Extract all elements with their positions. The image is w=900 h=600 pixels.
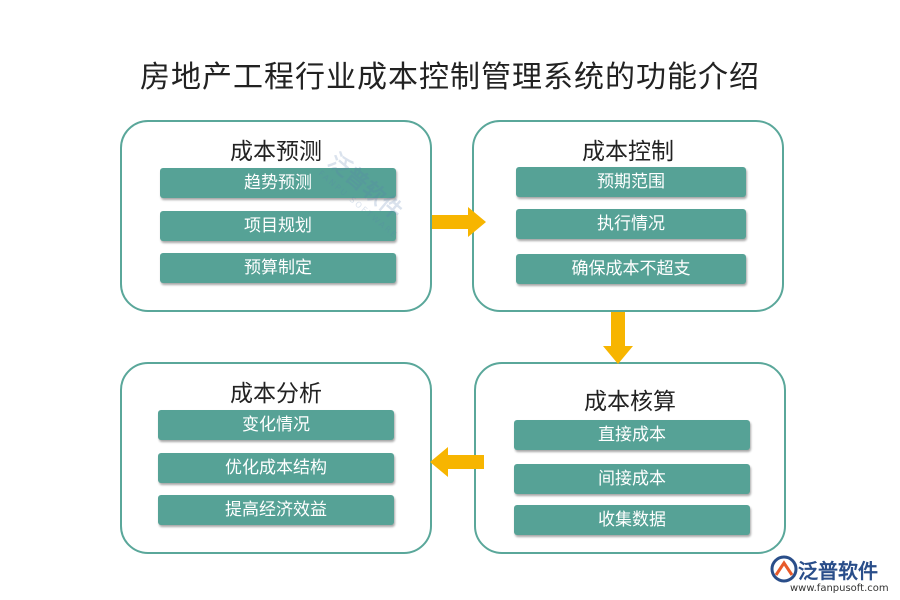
logo-name: 泛普软件 (798, 559, 878, 583)
control-item: 确保成本不超支 (516, 254, 746, 284)
analysis-item: 优化成本结构 (158, 453, 394, 483)
forecast-item: 预算制定 (160, 253, 396, 283)
accounting-title: 成本核算 (584, 389, 676, 415)
forecast-item: 趋势预测 (160, 168, 396, 198)
logo-url: www.fanpusoft.com (790, 583, 889, 594)
logo-icon (770, 555, 798, 583)
brand-logo: 泛普软件 www.fanpusoft.com (770, 553, 895, 598)
accounting-item: 间接成本 (514, 464, 750, 494)
control-item: 预期范围 (516, 167, 746, 197)
forecast-title: 成本预测 (230, 139, 322, 165)
analysis-item: 变化情况 (158, 410, 394, 440)
analysis-title: 成本分析 (230, 381, 322, 407)
accounting-box: 成本核算 直接成本 间接成本 收集数据 (474, 362, 786, 554)
control-title: 成本控制 (582, 139, 674, 165)
forecast-item: 项目规划 (160, 211, 396, 241)
control-item: 执行情况 (516, 209, 746, 239)
analysis-item: 提高经济效益 (158, 495, 394, 525)
page-title: 房地产工程行业成本控制管理系统的功能介绍 (140, 60, 760, 95)
analysis-box: 成本分析 变化情况 优化成本结构 提高经济效益 (120, 362, 432, 554)
arrow-down-icon (603, 312, 633, 364)
forecast-box: 成本预测 趋势预测 项目规划 预算制定 (120, 120, 432, 312)
control-box: 成本控制 预期范围 执行情况 确保成本不超支 (472, 120, 784, 312)
arrow-right-icon (432, 207, 486, 237)
accounting-item: 直接成本 (514, 420, 750, 450)
accounting-item: 收集数据 (514, 505, 750, 535)
arrow-left-icon (430, 447, 484, 477)
